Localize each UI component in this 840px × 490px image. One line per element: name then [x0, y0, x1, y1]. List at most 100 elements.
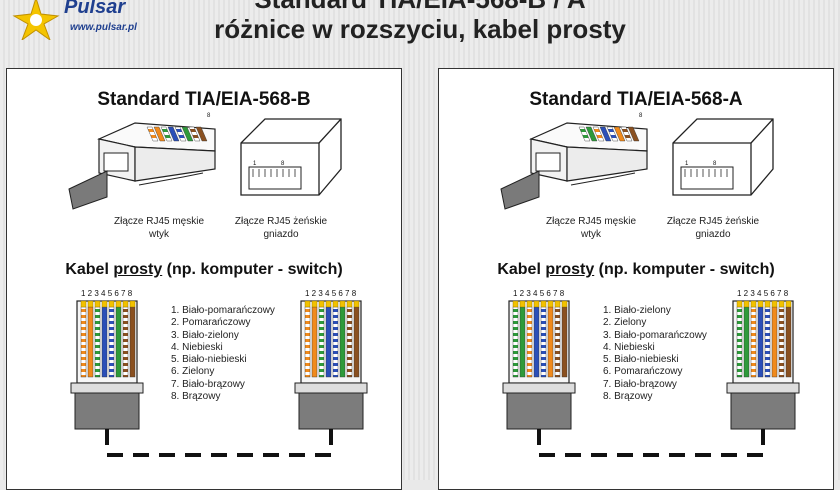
- wire: [540, 306, 547, 378]
- pin-contact: [346, 300, 353, 308]
- pin-item: 7. Biało-brązowy: [603, 378, 677, 390]
- pin-contact: [332, 300, 339, 308]
- pin-item: 1. Biało-pomarańczowy: [171, 305, 275, 316]
- brand-url: www.pulsar.pl: [70, 22, 137, 33]
- pin-contact: [87, 300, 94, 308]
- plug-wire: [188, 126, 201, 142]
- cable-dashed-line: [537, 429, 765, 457]
- female-pin8-label: 8: [281, 161, 285, 167]
- plug-wire: [167, 126, 180, 142]
- right-cable-plug: [726, 300, 800, 430]
- pin-contact: [512, 300, 519, 308]
- female-pin1-label: 1: [253, 161, 257, 167]
- pin-list: 1. Biało-zielony 2. Zielony 3. Biało-pom…: [603, 305, 707, 403]
- page-title-line1: Standard TIA/EIA-568-B / A: [0, 0, 840, 15]
- pin-numbers-right-plug: 1 2 3 4 5 6 7 8: [305, 289, 357, 298]
- wire: [771, 306, 778, 378]
- pulsar-logo: Pulsar www.pulsar.pl: [6, 0, 156, 42]
- wire: [115, 306, 122, 378]
- wire: [122, 306, 129, 378]
- pin-item: 5. Biało-niebieski: [603, 354, 679, 366]
- wire: [94, 306, 101, 378]
- pin-contact: [750, 300, 757, 308]
- pin-contact: [736, 300, 743, 308]
- right-cable-plug: [294, 300, 368, 430]
- plug-collar: [70, 382, 144, 394]
- female-pin1-label: 1: [685, 161, 689, 167]
- wire: [512, 306, 519, 378]
- plug-wire: [613, 126, 626, 142]
- plug-side-face: [134, 146, 216, 182]
- male-rj45-plug: [500, 122, 648, 210]
- pin-contact: [304, 300, 311, 308]
- pin-item: 2. Pomarańczowy: [171, 317, 251, 329]
- pin-item: 1. Biało-zielony: [603, 305, 671, 316]
- pin-contact: [526, 300, 533, 308]
- diagram-568b: [68, 118, 368, 457]
- star-icon: [12, 0, 60, 40]
- pin-item: 3. Biało-zielony: [171, 329, 239, 341]
- wire: [519, 306, 526, 378]
- pin-contact: [778, 300, 785, 308]
- pin-contact: [519, 300, 526, 308]
- wire: [533, 306, 540, 378]
- plug-boot: [506, 392, 572, 430]
- pin-contact: [757, 300, 764, 308]
- wire: [750, 306, 757, 378]
- plug-collar: [294, 382, 368, 394]
- pin-contact: [764, 300, 771, 308]
- plug-wire: [606, 126, 619, 142]
- pin-item: 4. Niebieski: [603, 341, 655, 353]
- pin-contact: [561, 300, 568, 308]
- pin-list: 1. Biało-pomarańczowy 2. Pomarańczowy 3.…: [171, 305, 275, 403]
- wire: [87, 306, 94, 378]
- wire: [80, 306, 87, 378]
- pin-contact: [771, 300, 778, 308]
- pin-numbers-left-plug: 1 2 3 4 5 6 7 8: [513, 289, 565, 298]
- pin-contact: [743, 300, 750, 308]
- plug-wire: [585, 126, 598, 142]
- plug-wire: [578, 126, 591, 142]
- plug-wire: [174, 126, 187, 142]
- pin-contact: [108, 300, 115, 308]
- female-rj45-jack: [240, 118, 342, 196]
- female-rj45-jack: [672, 118, 774, 196]
- pin-contact: [94, 300, 101, 308]
- plug-wire: [620, 126, 633, 142]
- male-pin8-label: 8: [207, 113, 211, 119]
- pin-contact: [533, 300, 540, 308]
- cable-heading: Kabel prosty (np. komputer - switch): [497, 261, 775, 278]
- pin-item: 6. Zielony: [171, 366, 215, 378]
- wire: [346, 306, 353, 378]
- male-rj45-plug: [68, 122, 216, 210]
- pin-contact: [785, 300, 792, 308]
- pin-item: 5. Biało-niebieski: [171, 354, 247, 366]
- pin-item: 8. Brązowy: [171, 391, 221, 403]
- wire: [561, 306, 568, 378]
- wire: [736, 306, 743, 378]
- male-pin8-label: 8: [639, 113, 643, 119]
- left-cable-plug: [70, 300, 144, 430]
- plug-wire: [195, 126, 208, 142]
- plug-wire: [627, 126, 640, 142]
- pin-contact: [80, 300, 87, 308]
- plug-cable-stub: [500, 170, 540, 210]
- pin-contact: [311, 300, 318, 308]
- wire: [353, 306, 360, 378]
- plug-collar: [726, 382, 800, 394]
- cable-dashed-line: [105, 429, 333, 457]
- male-pin1-label: 1: [175, 95, 179, 101]
- plug-wire: [592, 126, 605, 142]
- plug-boot: [298, 392, 364, 430]
- pin-numbers-right-plug: 1 2 3 4 5 6 7 8: [737, 289, 789, 298]
- jack-edge-top: [318, 118, 342, 144]
- wire: [764, 306, 771, 378]
- pin-contact: [115, 300, 122, 308]
- wire: [778, 306, 785, 378]
- wire: [339, 306, 346, 378]
- pin-contact: [547, 300, 554, 308]
- wire: [101, 306, 108, 378]
